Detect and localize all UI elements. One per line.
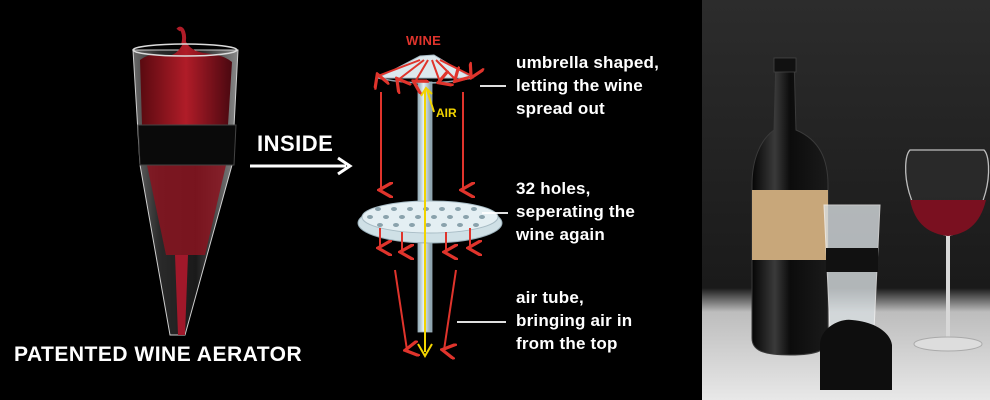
disc-hole [409, 223, 415, 227]
callout-holes-line-1: 32 holes, [516, 179, 591, 198]
product-caption: PATENTED WINE AERATOR [14, 343, 303, 366]
disc-hole [425, 223, 431, 227]
disc-hole [457, 223, 463, 227]
disc-hole [431, 215, 437, 219]
air-flow-label: AIR [436, 106, 457, 120]
inside-label: INSIDE [257, 131, 334, 156]
callout-umbrella-line-3: spread out [516, 99, 605, 118]
disc-hole [463, 215, 469, 219]
disc-hole [407, 207, 413, 211]
disc-hole [367, 215, 373, 219]
disc-hole [399, 215, 405, 219]
disc-hole [415, 215, 421, 219]
disc-hole [455, 207, 461, 211]
callout-holes: 32 holes, seperating the wine again [516, 177, 635, 246]
disc-hole [473, 223, 479, 227]
disc-hole [479, 215, 485, 219]
wine-flow-arrows [378, 59, 472, 350]
callout-umbrella: umbrella shaped, letting the wine spread… [516, 51, 659, 120]
disc-hole [375, 207, 381, 211]
callout-air-tube: air tube, bringing air in from the top [516, 286, 632, 355]
wine-flow-label: WINE [406, 33, 442, 48]
air-flow-arrow [417, 86, 435, 358]
callout-air-tube-line-3: from the top [516, 334, 618, 353]
disc-hole [391, 207, 397, 211]
callout-holes-line-2: seperating the [516, 202, 635, 221]
callout-air-tube-line-2: bringing air in [516, 311, 633, 330]
disc-hole [441, 223, 447, 227]
callout-air-tube-line-1: air tube, [516, 288, 584, 307]
wine-aerator [132, 26, 239, 336]
callout-holes-line-3: wine again [516, 225, 605, 244]
aerator-on-stand [820, 204, 892, 390]
wine-bottle [751, 57, 829, 356]
wine-glass [905, 149, 990, 352]
disc-hole [393, 223, 399, 227]
callout-umbrella-line-1: umbrella shaped, [516, 53, 660, 72]
disc-hole [447, 215, 453, 219]
disc-hole [377, 223, 383, 227]
callout-lines [457, 85, 508, 323]
inside-arrow-icon [250, 156, 353, 176]
callout-umbrella-line-2: letting the wine [516, 76, 643, 95]
disc-holes [367, 207, 485, 227]
disc-hole [383, 215, 389, 219]
disc-hole [471, 207, 477, 211]
disc-hole [439, 207, 445, 211]
